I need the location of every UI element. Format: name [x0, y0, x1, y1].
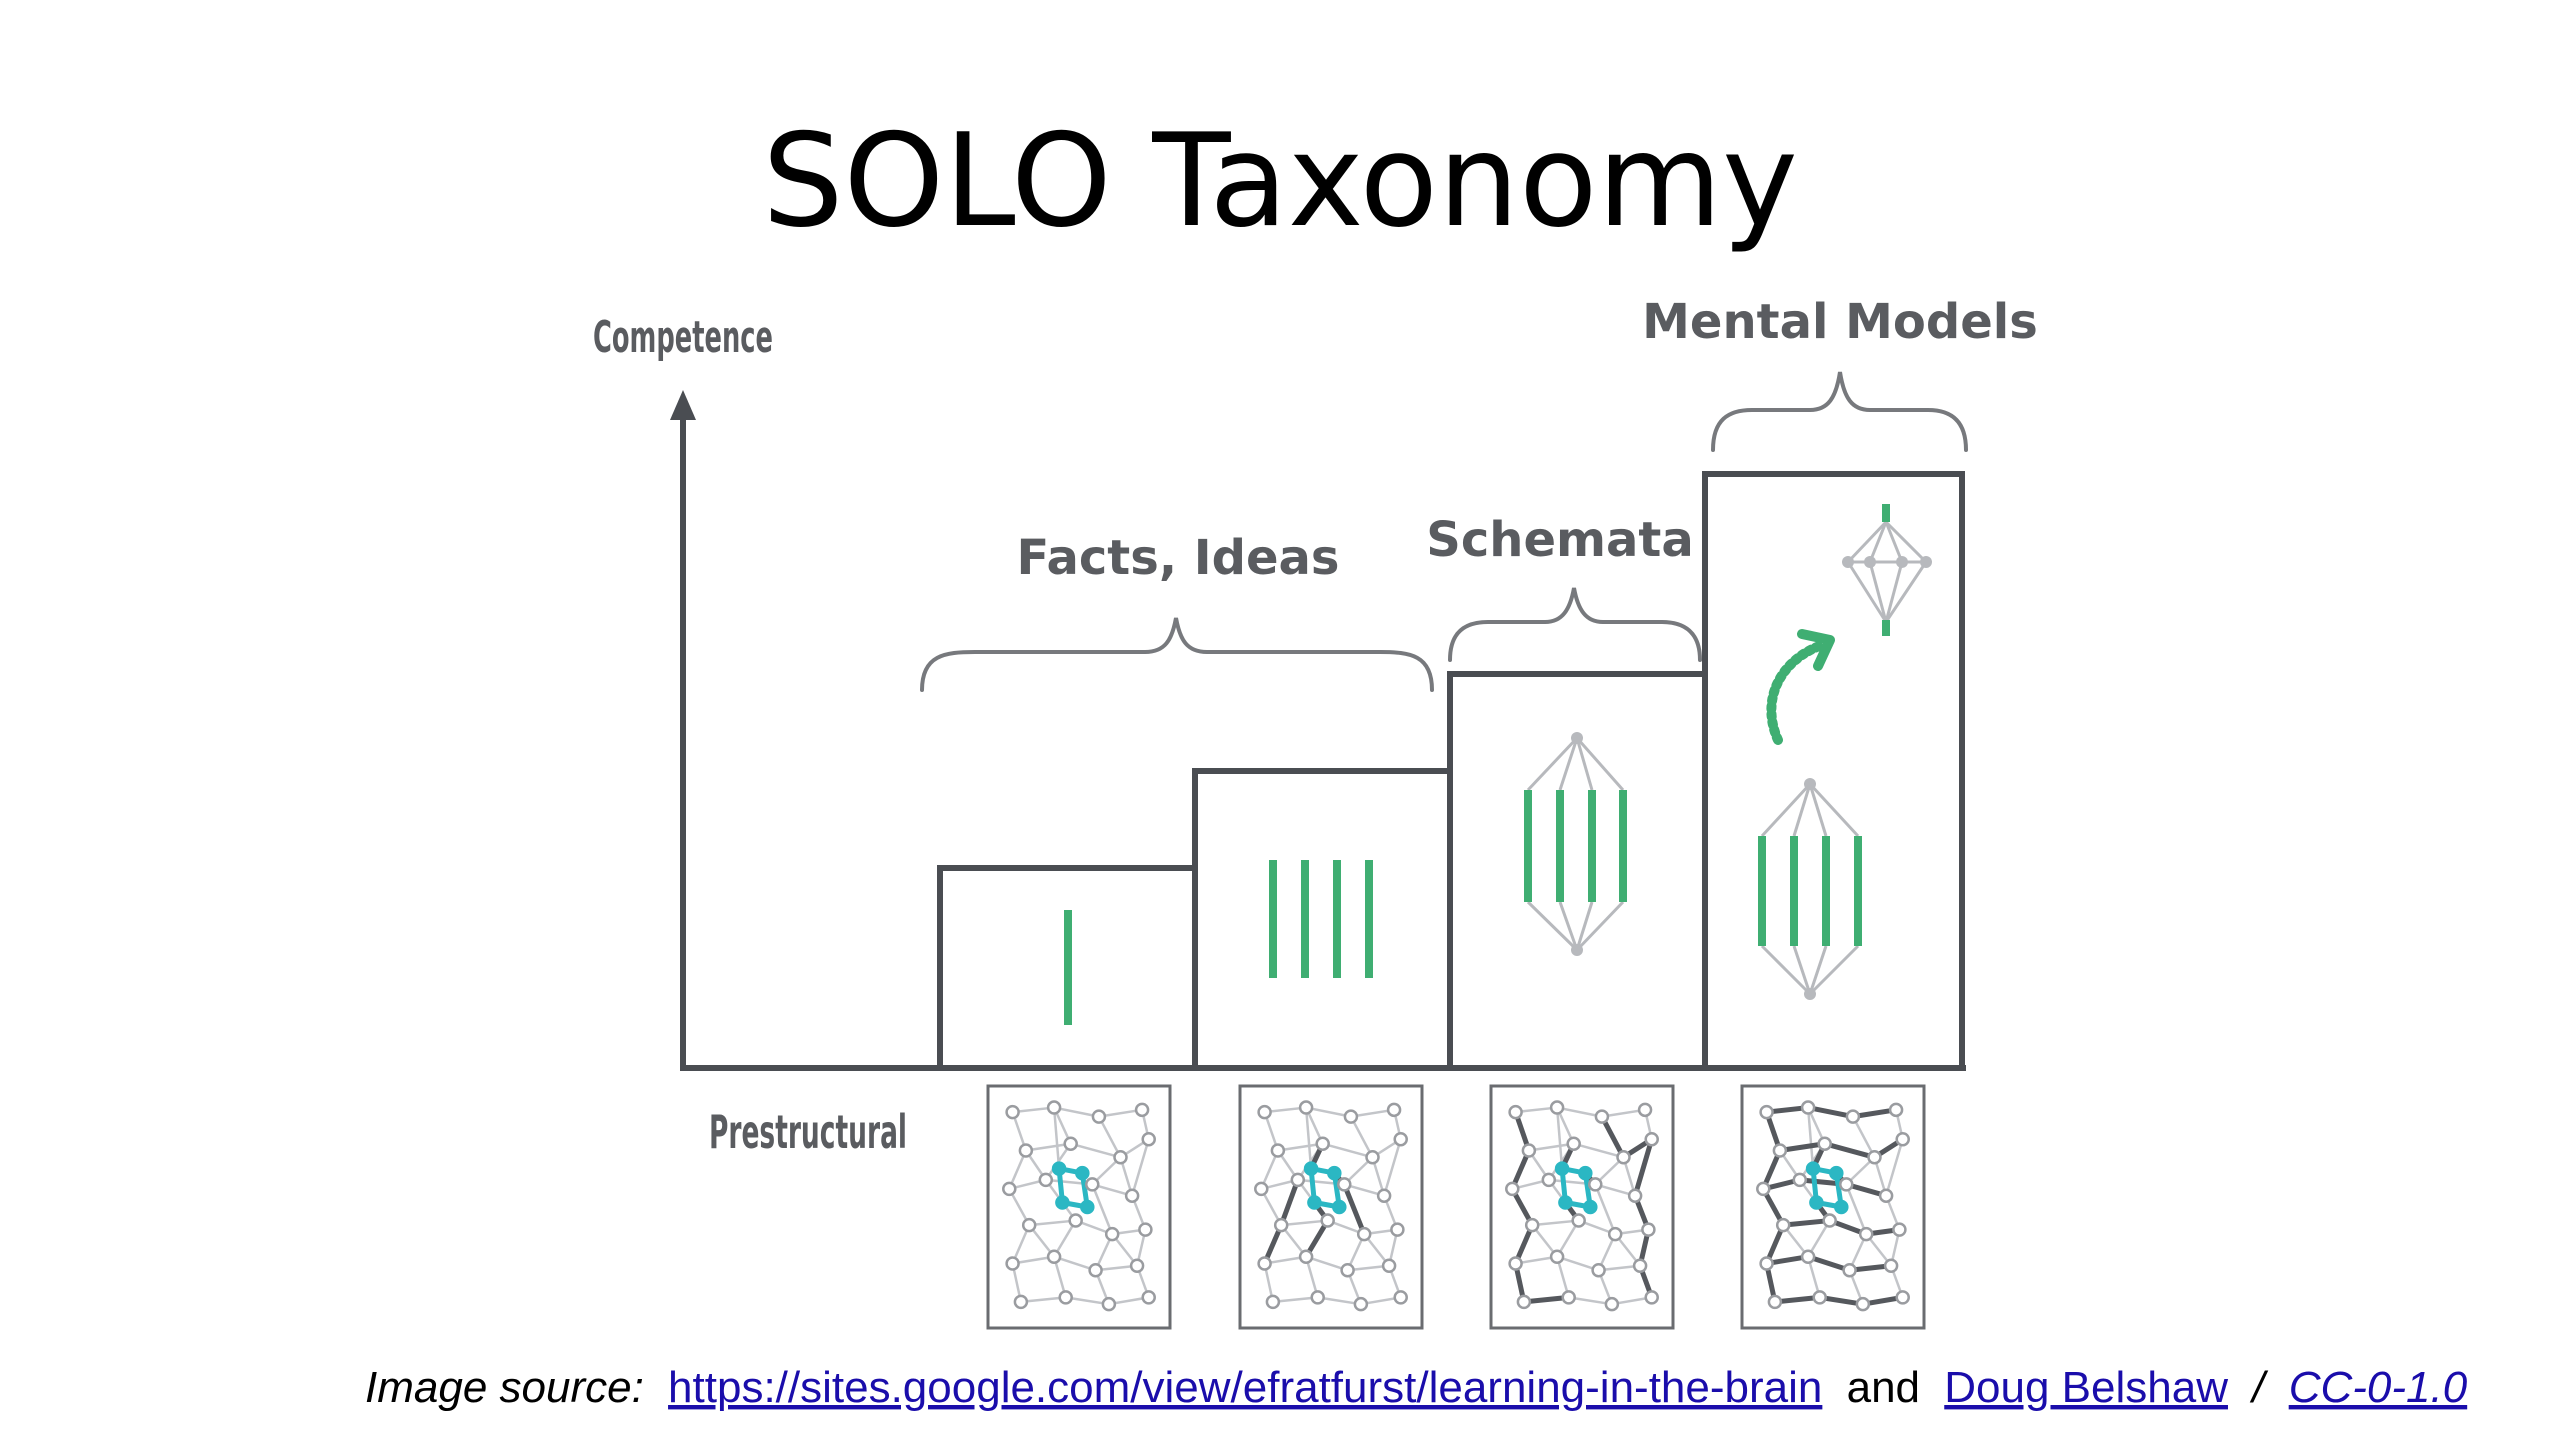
network-panel-2: [1238, 1084, 1424, 1330]
page-title: SOLO Taxonomy: [762, 107, 1798, 256]
mental-models-label: Mental Models: [1642, 294, 2038, 350]
credit-link-author[interactable]: Doug Belshaw: [1944, 1363, 2228, 1412]
facts-ideas-label: Facts, Ideas: [1016, 530, 1339, 586]
network-panels: [986, 1084, 1926, 1330]
network-panel-4: [1740, 1084, 1926, 1330]
extended-abstract-glyph: [1758, 504, 1932, 1000]
step-boxes: [937, 471, 1965, 1071]
curved-arrow-icon: [1766, 640, 1827, 745]
bracket-mental-models: [1711, 371, 1968, 452]
y-axis-arrow-icon: [670, 390, 696, 420]
credit-prefix: Image source:: [365, 1363, 644, 1412]
credit-and: and: [1847, 1363, 1920, 1412]
schemata-label: Schemata: [1426, 512, 1694, 568]
credit-link-source[interactable]: https://sites.google.com/view/efratfurst…: [668, 1363, 1822, 1412]
step-multistructural: [1192, 768, 1453, 1071]
network-panel-3: [1489, 1084, 1675, 1330]
step-extended-abstract: [1702, 471, 1965, 1071]
bracket-facts-ideas: [920, 617, 1434, 692]
image-credit: Image source: https://sites.google.com/v…: [365, 1363, 2468, 1412]
curved-arrow-head-icon: [1797, 629, 1835, 671]
bracket-schemata: [1448, 587, 1702, 662]
prestructural-label: Prestructural: [709, 1105, 907, 1159]
y-axis-label: Competence: [593, 312, 773, 363]
multistructural-glyph: [1269, 860, 1373, 978]
relational-glyph: [1524, 732, 1627, 956]
brackets: [920, 371, 1968, 692]
credit-link-license[interactable]: CC-0-1.0: [2289, 1363, 2468, 1412]
credit-slash: /: [2249, 1363, 2268, 1412]
abstract-network-icon: [1842, 504, 1932, 636]
network-panel-1: [986, 1084, 1172, 1330]
